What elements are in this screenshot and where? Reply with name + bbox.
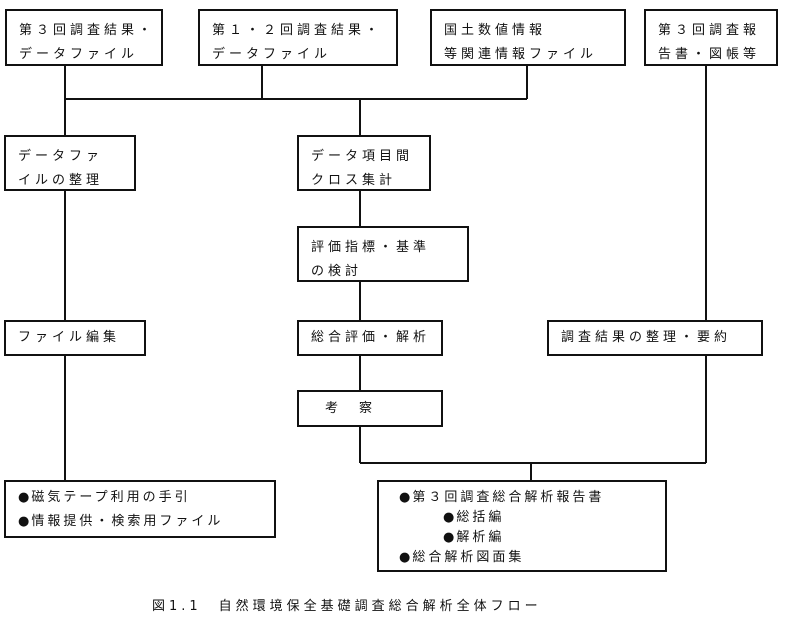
tape-guide-box: 磁気テープ利用の手引 情報提供・検索用ファイル [4, 480, 276, 538]
box-text: データ項目間 [311, 149, 414, 164]
box-text: データファイル [212, 47, 332, 62]
box-text: データファ [18, 149, 104, 164]
box-text: クロス集計 [311, 173, 397, 188]
box-text: 情報提供・検索用ファイル [18, 510, 268, 534]
box-text: 第３回調査結果・ [19, 23, 156, 38]
final-report-box: 第３回調査総合解析報告書 総括編 解析編 総合解析図面集 [377, 480, 667, 572]
survey12-data-file-box: 第１・２回調査結果・ データファイル [198, 9, 398, 66]
data-file-organize-box: データファ イルの整理 [4, 135, 136, 191]
box-text: 総合解析図面集 [399, 548, 661, 568]
cross-tabulation-box: データ項目間 クロス集計 [297, 135, 431, 191]
evaluation-index-box: 評価指標・基準 の検討 [297, 226, 469, 282]
box-text: 第１・２回調査結果・ [212, 23, 383, 38]
file-edit-box: ファイル編集 [4, 320, 146, 356]
box-text: 総合評価・解析 [311, 330, 431, 345]
box-text: 第３回調査報 [658, 23, 761, 38]
box-text: データファイル [19, 47, 139, 62]
box-text: 調査結果の整理・要約 [561, 330, 732, 345]
box-text: 考 察 [325, 400, 377, 416]
survey3-data-file-box: 第３回調査結果・ データファイル [5, 9, 163, 66]
box-text: 総括編 [399, 508, 661, 528]
comprehensive-evaluation-box: 総合評価・解析 [297, 320, 443, 356]
box-text: 磁気テープ利用の手引 [18, 486, 268, 510]
box-text: 国土数値情報 [444, 23, 547, 38]
consideration-box: 考 察 [297, 390, 443, 427]
box-text: 解析編 [399, 528, 661, 548]
box-text: イルの整理 [18, 173, 104, 188]
box-text: ファイル編集 [18, 330, 121, 345]
box-text: 第３回調査総合解析報告書 [399, 488, 661, 508]
national-land-info-box: 国土数値情報 等関連情報ファイル [430, 9, 626, 66]
box-text: 告書・図帳等 [658, 47, 761, 62]
box-text: の検討 [311, 264, 363, 279]
figure-caption: 図1.1 自然環境保全基礎調査総合解析全体フロー [152, 599, 542, 614]
box-text: 等関連情報ファイル [444, 47, 598, 62]
results-summary-box: 調査結果の整理・要約 [547, 320, 763, 356]
box-text: 評価指標・基準 [311, 240, 431, 255]
survey3-report-box: 第３回調査報 告書・図帳等 [644, 9, 778, 66]
